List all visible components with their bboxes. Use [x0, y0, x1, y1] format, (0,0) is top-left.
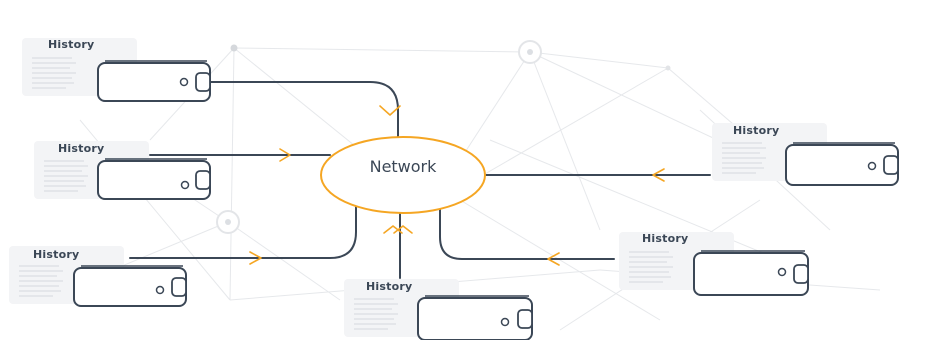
history-label-5: History	[642, 232, 689, 245]
network-label: Network	[369, 157, 437, 176]
arrow-right-icon	[279, 148, 291, 162]
wallet-icon	[73, 265, 187, 307]
arrow-left-icon	[652, 168, 665, 182]
connection-3	[129, 204, 357, 259]
wallet-icon	[785, 142, 899, 186]
connections	[129, 81, 711, 279]
connection-1	[209, 81, 399, 141]
connection-5	[439, 205, 615, 260]
arrow-left-icon	[547, 252, 560, 266]
history-label-2: History	[58, 142, 105, 155]
background-nodes	[216, 40, 671, 234]
arrow-right-icon	[249, 251, 262, 265]
history-label-3: History	[33, 248, 80, 261]
mesh-ring-node	[518, 40, 542, 64]
mesh-dot	[230, 44, 238, 52]
arrow-down-icon	[379, 105, 401, 116]
wallet-icon	[97, 158, 211, 200]
arrow-up-icon	[393, 225, 413, 234]
history-label-6: History	[733, 124, 780, 137]
mesh-ring-node	[216, 210, 240, 234]
wallet-icon	[693, 250, 809, 296]
network-node	[320, 136, 486, 214]
mesh-dot	[665, 65, 671, 71]
history-label-4: History	[366, 280, 413, 293]
history-label-1: History	[48, 38, 95, 51]
wallet-icon	[417, 295, 533, 340]
arrow-up-icon	[383, 225, 403, 234]
arrows	[249, 105, 665, 266]
wallet-icon	[97, 60, 211, 102]
